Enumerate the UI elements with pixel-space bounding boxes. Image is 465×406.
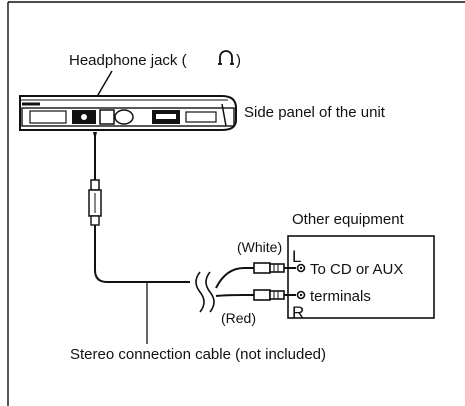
unit-side-panel [19,95,237,131]
red-rca-plug [253,289,296,301]
other-equipment-label: Other equipment [292,211,405,228]
channel-left-label: L [292,247,301,266]
terminals-label: terminals [310,288,371,305]
white-label: (White) [237,239,282,255]
headphone-jack-label: Headphone jack ( [69,52,187,69]
headphone-jack-label-close: ) [236,52,241,69]
red-label: (Red) [221,310,256,326]
stereo-cable [94,225,190,283]
to-cd-aux-label: To CD or AUX [310,261,403,278]
white-cable [215,267,254,289]
mini-plug [88,132,102,226]
channel-right-label: R [292,303,304,322]
red-cable [215,294,254,297]
other-equipment-box [287,235,435,319]
side-panel-label: Side panel of the unit [244,104,386,121]
cable-break-mark [195,271,215,313]
white-rca-plug [253,262,296,274]
headphone-icon [218,50,234,65]
stereo-cable-label: Stereo connection cable (not included) [70,346,326,363]
